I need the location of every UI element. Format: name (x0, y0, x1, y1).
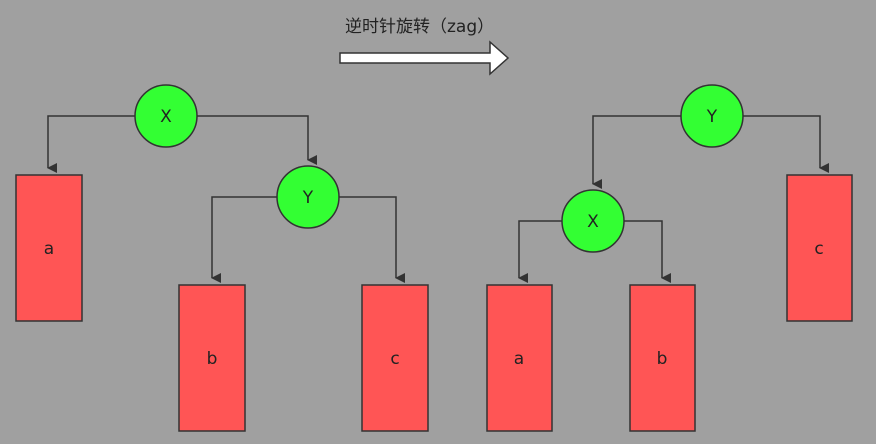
before-leaf-b: b (178, 284, 246, 432)
edge-before-child-to-c (339, 196, 405, 283)
before-leaf-b-label: b (207, 349, 218, 369)
after-child-node: X (561, 189, 625, 253)
after-tree: Y X a b c (486, 84, 853, 432)
edge-after-child-to-b (624, 220, 671, 283)
before-root-label: X (160, 107, 172, 127)
before-child-node: Y (276, 165, 340, 229)
edge-before-root-to-a (47, 115, 135, 173)
after-child-label: X (587, 212, 599, 232)
before-leaf-a: a (15, 174, 83, 322)
after-root-node: Y (680, 84, 744, 148)
after-leaf-c-label: c (814, 239, 823, 259)
after-leaf-b: b (629, 284, 696, 432)
rotation-caption: 逆时针旋转（zag） (345, 17, 494, 37)
after-root-label: Y (706, 107, 718, 127)
after-leaf-b-label: b (657, 349, 668, 369)
edge-after-root-to-c (743, 115, 829, 173)
edge-before-root-to-child (197, 115, 317, 165)
direction-arrow (339, 40, 510, 76)
edge-after-child-to-a (518, 220, 562, 283)
before-root-node: X (134, 84, 198, 148)
after-leaf-c: c (786, 174, 853, 322)
before-leaf-a-label: a (44, 239, 54, 259)
after-leaf-a-label: a (514, 349, 524, 369)
edge-after-root-to-child (592, 115, 681, 189)
edge-before-child-to-b (211, 196, 277, 283)
before-child-label: Y (302, 188, 314, 208)
before-tree: X Y a b c (15, 84, 429, 432)
after-leaf-a: a (486, 284, 553, 432)
before-leaf-c-label: c (390, 349, 399, 369)
before-leaf-c: c (361, 284, 429, 432)
